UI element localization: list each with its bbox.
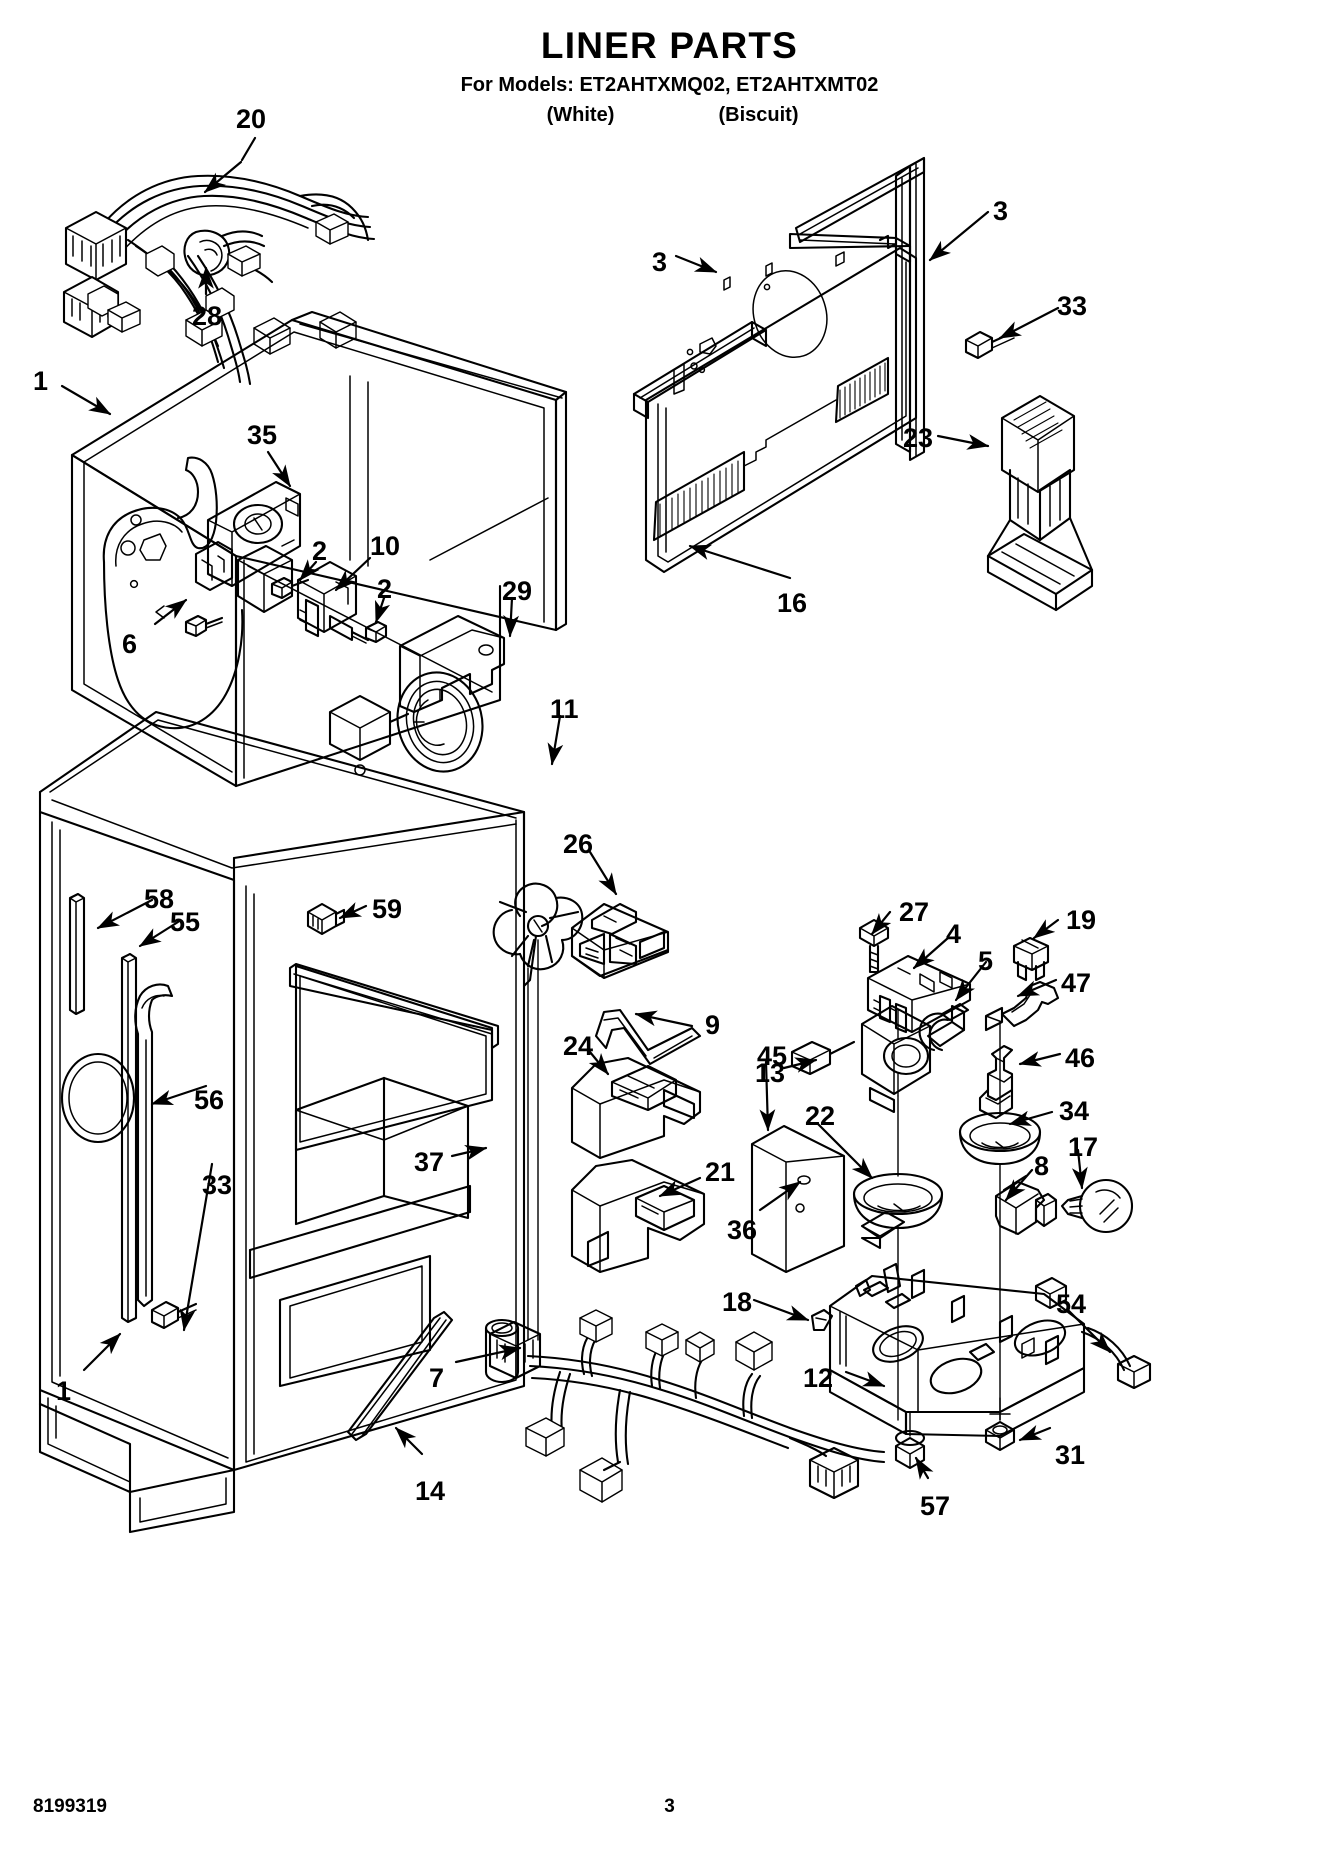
- callout-number: 59: [372, 894, 403, 924]
- callout-number: 37: [414, 1147, 445, 1177]
- callout-number: 26: [563, 829, 594, 859]
- callout-number: 16: [777, 588, 808, 618]
- callout-number: 11: [550, 694, 579, 724]
- callout-number: 46: [1065, 1043, 1096, 1073]
- callout-number: 6: [122, 629, 138, 659]
- callout-number: 55: [170, 907, 201, 937]
- callout-number: 21: [705, 1157, 736, 1187]
- page-title: LINER PARTS: [540, 25, 799, 66]
- callout-number: 54: [1056, 1289, 1087, 1319]
- callout-number: 56: [194, 1085, 225, 1115]
- callout-number: 57: [920, 1491, 951, 1521]
- callout-number: 1: [33, 366, 49, 396]
- freezer-liner-group: [60, 310, 568, 788]
- callout-number: 33: [202, 1170, 233, 1200]
- callout-number: 17: [1068, 1132, 1099, 1162]
- callout-number: 20: [236, 104, 267, 134]
- light-panel-group: [750, 1021, 1054, 1421]
- callout-number: 31: [1055, 1440, 1086, 1470]
- control-box-group: [858, 910, 1134, 1236]
- lower-wire-harness-group: [454, 1309, 886, 1503]
- callout-number: 1: [56, 1376, 72, 1406]
- upper-wire-harness-group: [62, 136, 376, 386]
- light-housing-base-group: [828, 1262, 1152, 1480]
- callout-number: 45: [757, 1041, 788, 1071]
- color-variants-row: (White) (Biscuit): [0, 104, 1339, 126]
- drawer-supports-group: [570, 1008, 706, 1274]
- callout-number: 2: [377, 574, 393, 604]
- callout-number: 12: [803, 1363, 834, 1393]
- callout-number: 10: [370, 531, 401, 561]
- color-biscuit-label: (Biscuit): [718, 104, 799, 126]
- callout-number: 2: [312, 536, 328, 566]
- footer-page-number: 3: [664, 1796, 675, 1817]
- callout-number: 29: [502, 576, 533, 606]
- callout-number: 9: [705, 1010, 721, 1040]
- callout-number: 28: [192, 301, 223, 331]
- refrigerator-liner-group: [38, 710, 526, 1534]
- callout-number: 34: [1059, 1096, 1090, 1126]
- models-subtitle: For Models: ET2AHTXMQ02, ET2AHTXMT02: [460, 74, 879, 96]
- callout-number: 19: [1066, 905, 1097, 935]
- callout-number: 4: [946, 919, 962, 949]
- callout-number: 8: [1034, 1151, 1050, 1181]
- rear-panel-group: [632, 156, 1094, 612]
- callout-number: 7: [429, 1363, 445, 1393]
- callout-number: 23: [903, 423, 934, 453]
- callout-number: 58: [144, 884, 175, 914]
- callout-number: 47: [1061, 968, 1092, 998]
- callout-number: 35: [247, 420, 278, 450]
- callout-number: 5: [978, 946, 994, 976]
- color-white-label: (White): [546, 104, 615, 126]
- footer-part-number: 8199319: [33, 1796, 107, 1817]
- callout-number: 18: [722, 1287, 753, 1317]
- callout-number: 13: [755, 1058, 786, 1088]
- callout-number: 33: [1057, 291, 1088, 321]
- callout-number: 27: [899, 897, 930, 927]
- callout-number: 22: [805, 1101, 836, 1131]
- callout-number: 14: [415, 1476, 446, 1506]
- callout-number: 3: [993, 196, 1009, 226]
- callout-number: 36: [727, 1215, 758, 1245]
- callout-number: 24: [563, 1031, 594, 1061]
- callout-number: 3: [652, 247, 668, 277]
- fan-and-grille-group: [492, 714, 670, 1341]
